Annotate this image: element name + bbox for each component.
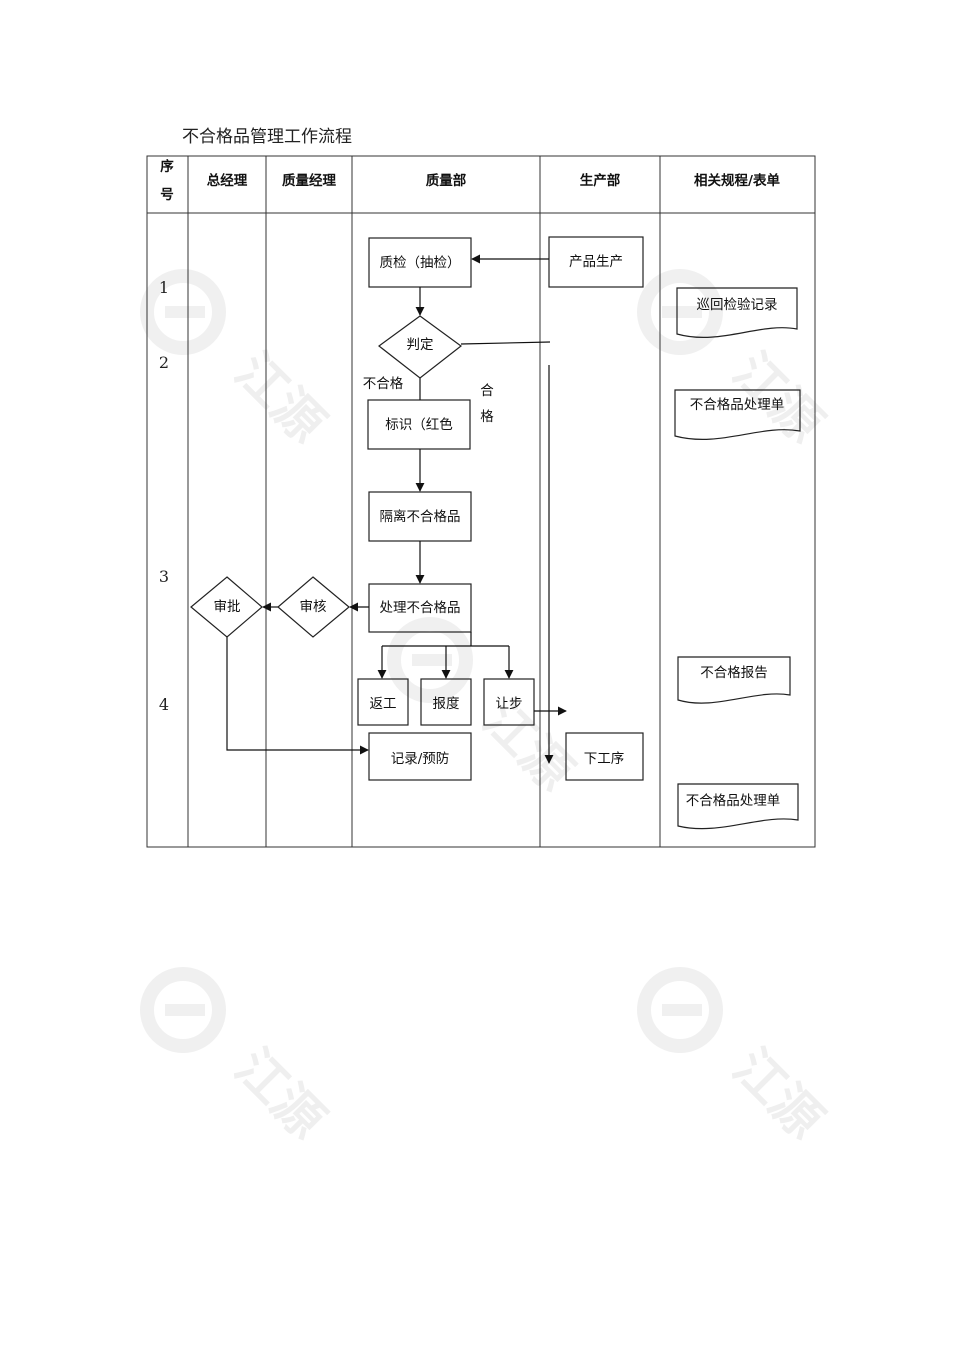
watermark-4: 江源 xyxy=(140,967,336,1150)
judge-label: 判定 xyxy=(407,337,434,353)
mark-box xyxy=(367,399,471,450)
document-label-handling-form-2: 不合格品处理单 xyxy=(686,793,781,809)
scrap-label: 报度 xyxy=(433,696,460,712)
concession-box xyxy=(483,678,535,726)
handle-box xyxy=(368,583,472,633)
header-quality-dept: 质量部 xyxy=(426,172,467,189)
watermark-logo-bar xyxy=(165,1004,205,1016)
header-production-dept: 生产部 xyxy=(580,172,621,189)
review-label: 审核 xyxy=(300,599,327,615)
watermark-1: 江源 xyxy=(140,269,336,454)
next-process-label: 下工序 xyxy=(584,751,625,767)
production-label: 产品生产 xyxy=(569,254,623,270)
document-shape-handling-form-1 xyxy=(674,389,801,440)
rework-box xyxy=(357,678,409,726)
document-label-patrol-record: 巡回检验记录 xyxy=(697,297,778,313)
row-number-3: 3 xyxy=(159,567,169,586)
review-diamond xyxy=(277,576,350,638)
watermark-logo-bar xyxy=(165,306,205,318)
header-general-manager: 总经理 xyxy=(207,172,248,189)
document-shape-nonconformity-report xyxy=(677,656,791,704)
watermark-text: 江源 xyxy=(224,1038,336,1150)
document-shape-handling-form-2 xyxy=(677,783,799,830)
arrow-approve-to-record xyxy=(226,637,369,755)
table-border xyxy=(146,155,816,848)
header-quality-manager: 质量经理 xyxy=(282,172,336,189)
next-process-box xyxy=(565,732,644,781)
page-title: 不合格品管理工作流程 xyxy=(182,127,352,147)
nonconforming-branch-label: 不合格 xyxy=(363,376,404,392)
record-label: 记录/预防 xyxy=(391,751,450,767)
row-number-4: 4 xyxy=(159,695,169,714)
document-label-handling-form-1: 不合格品处理单 xyxy=(690,397,785,413)
watermark-logo xyxy=(140,967,226,1053)
approve-label: 审批 xyxy=(214,599,241,615)
watermark-logo xyxy=(637,967,723,1053)
document-shape-patrol-record xyxy=(676,287,798,338)
scrap-box xyxy=(420,678,472,726)
watermark-logo-bar xyxy=(412,654,452,666)
record-box xyxy=(368,732,472,781)
watermark-logo xyxy=(387,617,473,703)
header-related-forms: 相关规程/表单 xyxy=(694,172,780,189)
rework-label: 返工 xyxy=(370,696,397,712)
row-number-1: 1 xyxy=(159,278,169,297)
conforming-branch-label-1: 合 xyxy=(480,383,494,399)
concession-label: 让步 xyxy=(496,696,523,712)
mark-label: 标识（红色 xyxy=(385,416,453,433)
watermark-logo xyxy=(637,269,723,355)
production-box xyxy=(548,236,644,288)
watermark-logo-bar xyxy=(662,1004,702,1016)
header-seq-line2: 号 xyxy=(160,187,174,203)
watermark-text: 江源 xyxy=(224,342,336,454)
conforming-branch-label-2: 格 xyxy=(480,409,494,425)
handle-label: 处理不合格品 xyxy=(380,600,461,616)
qc-label: 质检（抽检） xyxy=(380,255,461,271)
isolate-label: 隔离不合格品 xyxy=(380,508,461,525)
watermark-logo-bar xyxy=(662,306,702,318)
watermark-text: 江源 xyxy=(722,1038,834,1150)
document-label-nonconformity-report: 不合格报告 xyxy=(700,665,768,681)
line-judge-conforming xyxy=(460,341,551,345)
watermark-3: 江源 xyxy=(387,617,584,802)
header-seq-line1: 序 xyxy=(160,158,174,175)
watermark-5: 江源 xyxy=(637,967,834,1150)
watermark-text: 江源 xyxy=(472,690,584,802)
row-number-2: 2 xyxy=(159,353,169,372)
